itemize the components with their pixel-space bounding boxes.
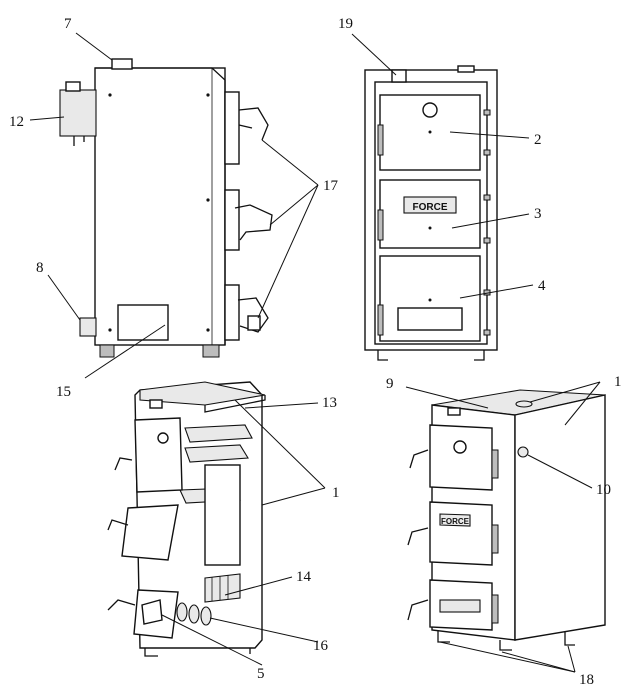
flue-cap-top [457,65,475,73]
flue-cap-top [111,58,133,70]
callout-1-perspective: 1 [614,374,622,390]
brand-plate-front [403,196,457,214]
callout-17: 17 [323,178,339,194]
callout-2: 2 [534,132,542,148]
upper-door [429,424,493,491]
callout-10: 10 [596,482,611,498]
callout-9: 9 [386,376,394,392]
open-interior-view [107,381,266,657]
callout-1-interior: 1 [332,485,340,501]
callout-19: 19 [338,16,353,32]
foot [202,344,220,358]
middle-door-open [121,504,179,561]
callout-labels: 7 12 17 8 15 19 2 3 4 13 1 14 16 5 9 1 1… [9,16,622,688]
callout-16: 16 [313,638,329,654]
sensor-sleeve-side [517,446,529,458]
callout-8: 8 [36,260,44,276]
ash-slot [397,307,463,331]
foot [99,344,115,358]
thermometer [422,102,438,118]
door-handles-side [224,91,273,341]
leader-lines [29,32,601,673]
callout-18: 18 [579,672,594,688]
chimney-connector [59,81,97,146]
callout-3: 3 [534,206,542,222]
return-connection [79,317,97,337]
brand-plate-perspective [439,513,471,527]
perspective-view: FORCE [407,389,606,651]
callout-13: 13 [322,395,337,411]
middle-door [429,501,493,566]
flue-outlet [515,400,533,408]
air-box [117,304,169,341]
brand-plate-perspective-text: FORCE [441,517,470,526]
callout-15: 15 [56,384,71,400]
callout-4: 4 [538,278,546,294]
brand-plate-front-text: FORCE [413,202,448,213]
side-view [59,58,273,358]
callout-5: 5 [257,666,265,682]
callout-14: 14 [296,569,312,585]
upper-door-open [134,417,183,493]
callout-12: 12 [9,114,24,130]
middle-door [379,179,481,249]
sensor-sleeve [391,69,407,83]
callout-7: 7 [64,16,72,32]
front-view: FORCE [364,65,498,361]
